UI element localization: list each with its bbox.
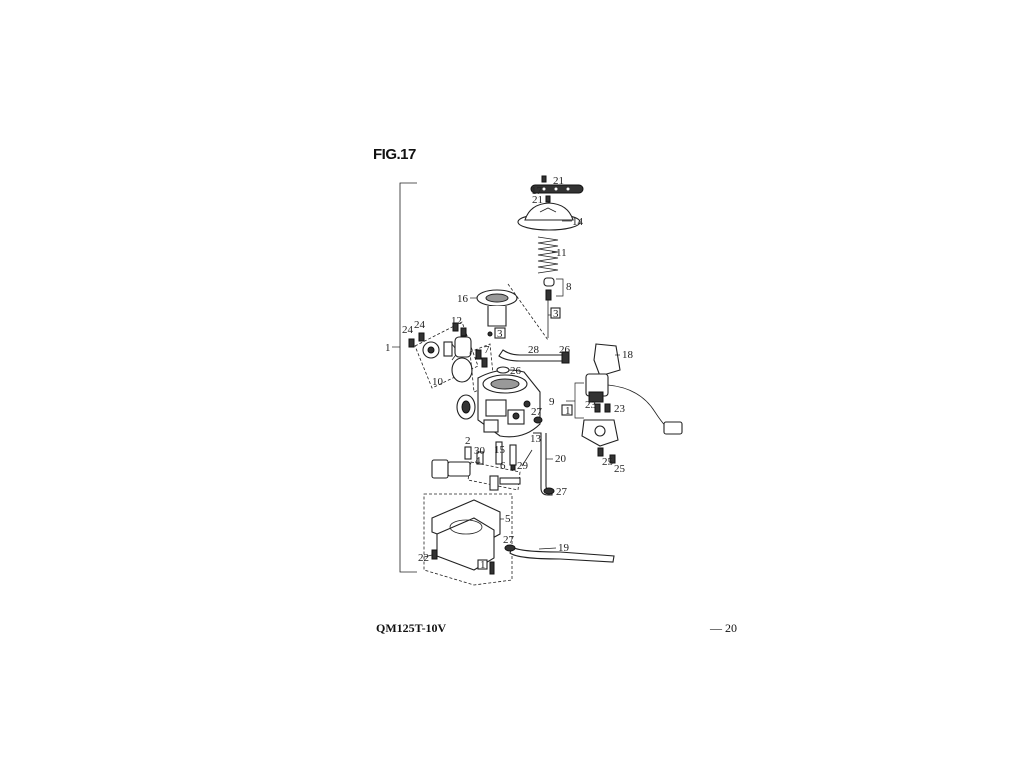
auto-choke xyxy=(561,343,683,464)
callout-box-1b: 1 xyxy=(565,405,571,417)
fuel-hose-28 xyxy=(496,349,570,374)
callout-23a: 23 xyxy=(585,399,597,411)
callout-25a: 25 xyxy=(602,456,614,468)
drain-hose-19 xyxy=(504,544,615,563)
callout-4: 4 xyxy=(475,455,481,467)
callout-12: 12 xyxy=(451,315,462,327)
air-cutoff-valve xyxy=(408,321,495,393)
callout-22: 22 xyxy=(418,552,429,564)
callout-21b: 21 xyxy=(532,194,543,206)
callout-21a: 21 xyxy=(553,175,564,187)
callout-7: 7 xyxy=(484,344,490,356)
callout-box-1a: 1 xyxy=(480,559,486,571)
callout-26a: 26 xyxy=(559,344,571,356)
callout-1: 1 xyxy=(385,342,391,354)
assembly-bracket xyxy=(392,182,417,573)
callout-20: 20 xyxy=(555,453,567,465)
callout-30: 30 xyxy=(474,445,486,457)
diaphragm-slide xyxy=(476,283,549,341)
jets-group xyxy=(431,441,533,491)
leader-lines xyxy=(423,220,620,558)
callout-19: 19 xyxy=(558,542,570,554)
vent-hose-20 xyxy=(533,416,555,496)
callout-14: 14 xyxy=(572,216,584,228)
callout-29: 29 xyxy=(517,460,529,472)
callout-27b: 27 xyxy=(556,486,568,498)
spring xyxy=(537,236,559,274)
callout-5: 5 xyxy=(505,513,511,525)
float-bowl xyxy=(423,493,513,586)
needle-assembly xyxy=(543,277,564,338)
callout-27c: 27 xyxy=(503,534,515,546)
callout-26b: 26 xyxy=(510,365,522,377)
callout-8: 8 xyxy=(566,281,572,293)
callout-6: 6 xyxy=(500,460,506,472)
callout-24b: 24 xyxy=(414,319,426,331)
callout-18: 18 xyxy=(622,349,634,361)
model-number: QM125T-10V xyxy=(376,621,447,635)
callout-28: 28 xyxy=(528,344,540,356)
callout-17: 17 xyxy=(531,185,543,197)
callout-3b: 3 xyxy=(553,308,559,320)
callout-23b: 23 xyxy=(614,403,626,415)
diaphragm-cover xyxy=(517,202,581,231)
callout-27a: 27 xyxy=(531,406,543,418)
callout-13: 13 xyxy=(530,433,542,445)
callout-9: 9 xyxy=(549,396,555,408)
callout-2: 2 xyxy=(465,435,471,447)
callout-16: 16 xyxy=(457,293,469,305)
callout-25b: 25 xyxy=(614,463,626,475)
callout-10: 10 xyxy=(432,376,444,388)
callout-15: 15 xyxy=(494,444,506,456)
callout-24a: 24 xyxy=(402,324,414,336)
callout-11: 11 xyxy=(556,247,567,259)
figure-title: FIG.17 xyxy=(373,146,416,163)
carburetor-body xyxy=(456,369,541,438)
top-plate xyxy=(530,175,584,203)
page-number: — 20 xyxy=(710,621,737,635)
callout-3a: 3 xyxy=(497,328,503,340)
callout-labels: 1 2 3 3 4 5 6 7 8 9 10 11 12 13 14 15 16… xyxy=(385,175,634,571)
